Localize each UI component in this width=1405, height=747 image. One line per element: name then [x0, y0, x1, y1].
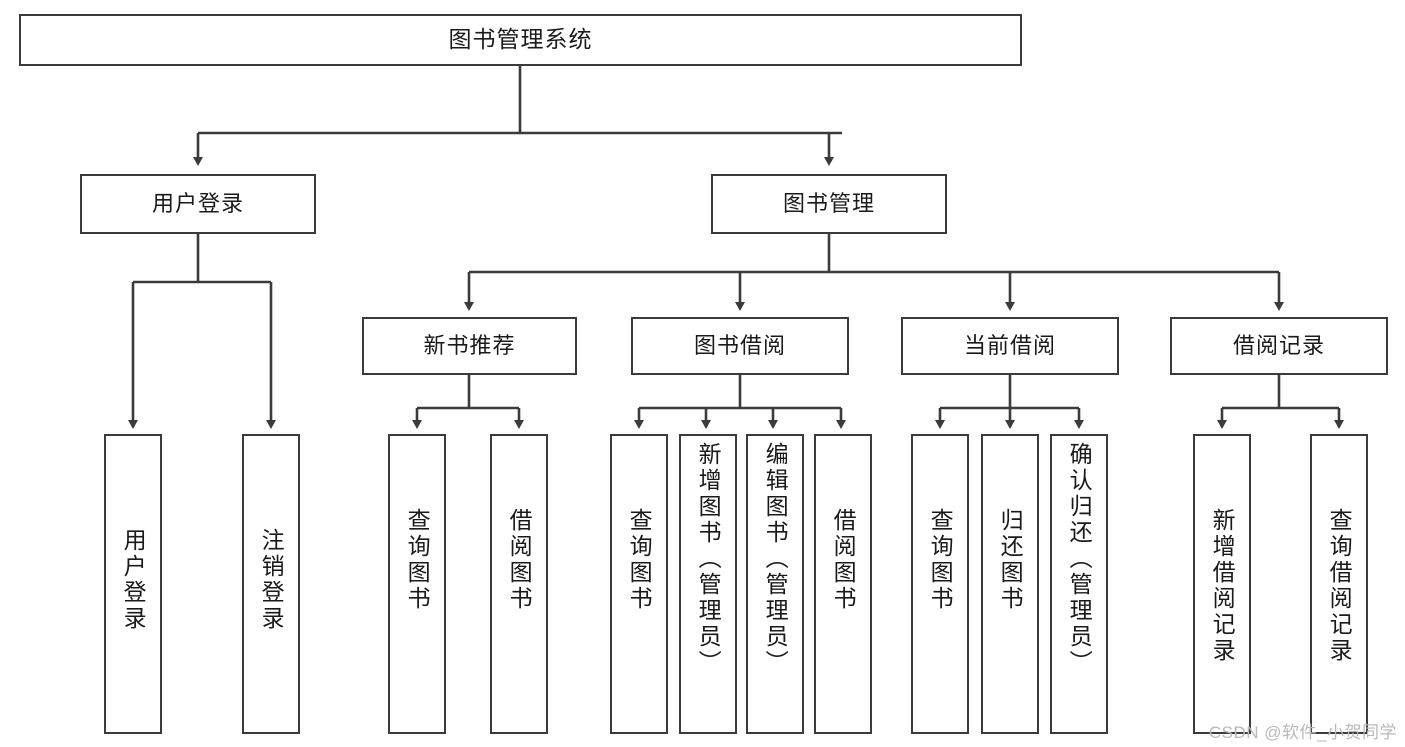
node-leaf-user-login[interactable]: 用户登录 [104, 434, 162, 734]
node-user-login-label: 用户登录 [151, 191, 244, 217]
node-root-label: 图书管理系统 [448, 26, 593, 53]
node-leaf-add-borrow-record-label: 新增借阅记录 [1209, 508, 1236, 664]
node-leaf-query-book-2[interactable]: 查询图书 [610, 434, 668, 734]
node-leaf-query-book-1[interactable]: 查询图书 [388, 434, 446, 734]
node-leaf-logout[interactable]: 注销登录 [242, 434, 300, 734]
node-leaf-return-book[interactable]: 归还图书 [981, 434, 1039, 734]
node-leaf-query-book-3[interactable]: 查询图书 [911, 434, 969, 734]
node-leaf-borrow-book-2-label: 借阅图书 [830, 508, 857, 612]
node-leaf-add-borrow-record[interactable]: 新增借阅记录 [1193, 434, 1251, 734]
node-leaf-query-book-2-label: 查询图书 [626, 508, 653, 612]
node-leaf-query-book-3-label: 查询图书 [927, 508, 954, 612]
node-leaf-query-book-1-label: 查询图书 [404, 508, 431, 612]
node-borrow-record[interactable]: 借阅记录 [1170, 317, 1388, 375]
node-book-borrow-label: 图书借阅 [693, 333, 786, 359]
node-leaf-add-book-label: 新增图书（管理员） [695, 442, 722, 676]
node-book-borrow[interactable]: 图书借阅 [631, 317, 849, 375]
node-leaf-user-login-label: 用户登录 [120, 528, 147, 632]
node-leaf-query-borrow-record-label: 查询借阅记录 [1326, 508, 1353, 664]
node-borrow-record-label: 借阅记录 [1232, 333, 1325, 359]
node-leaf-confirm-return[interactable]: 确认归还（管理员） [1050, 434, 1108, 734]
node-leaf-borrow-book-2[interactable]: 借阅图书 [814, 434, 872, 734]
node-current-borrow[interactable]: 当前借阅 [901, 317, 1119, 375]
node-book-management[interactable]: 图书管理 [711, 174, 947, 234]
node-leaf-add-book[interactable]: 新增图书（管理员） [679, 434, 737, 734]
node-leaf-edit-book[interactable]: 编辑图书（管理员） [746, 434, 804, 734]
node-book-management-label: 图书管理 [782, 191, 875, 217]
node-leaf-edit-book-label: 编辑图书（管理员） [762, 442, 789, 676]
node-leaf-confirm-return-label: 确认归还（管理员） [1066, 442, 1093, 676]
node-leaf-logout-label: 注销登录 [258, 528, 285, 632]
node-user-login[interactable]: 用户登录 [80, 174, 316, 234]
node-leaf-borrow-book-1-label: 借阅图书 [506, 508, 533, 612]
node-new-book-recommend-label: 新书推荐 [423, 333, 516, 359]
node-leaf-return-book-label: 归还图书 [997, 508, 1024, 612]
node-new-book-recommend[interactable]: 新书推荐 [362, 317, 577, 375]
node-current-borrow-label: 当前借阅 [963, 333, 1056, 359]
node-root[interactable]: 图书管理系统 [19, 14, 1022, 66]
node-leaf-borrow-book-1[interactable]: 借阅图书 [490, 434, 548, 734]
node-leaf-query-borrow-record[interactable]: 查询借阅记录 [1310, 434, 1368, 734]
